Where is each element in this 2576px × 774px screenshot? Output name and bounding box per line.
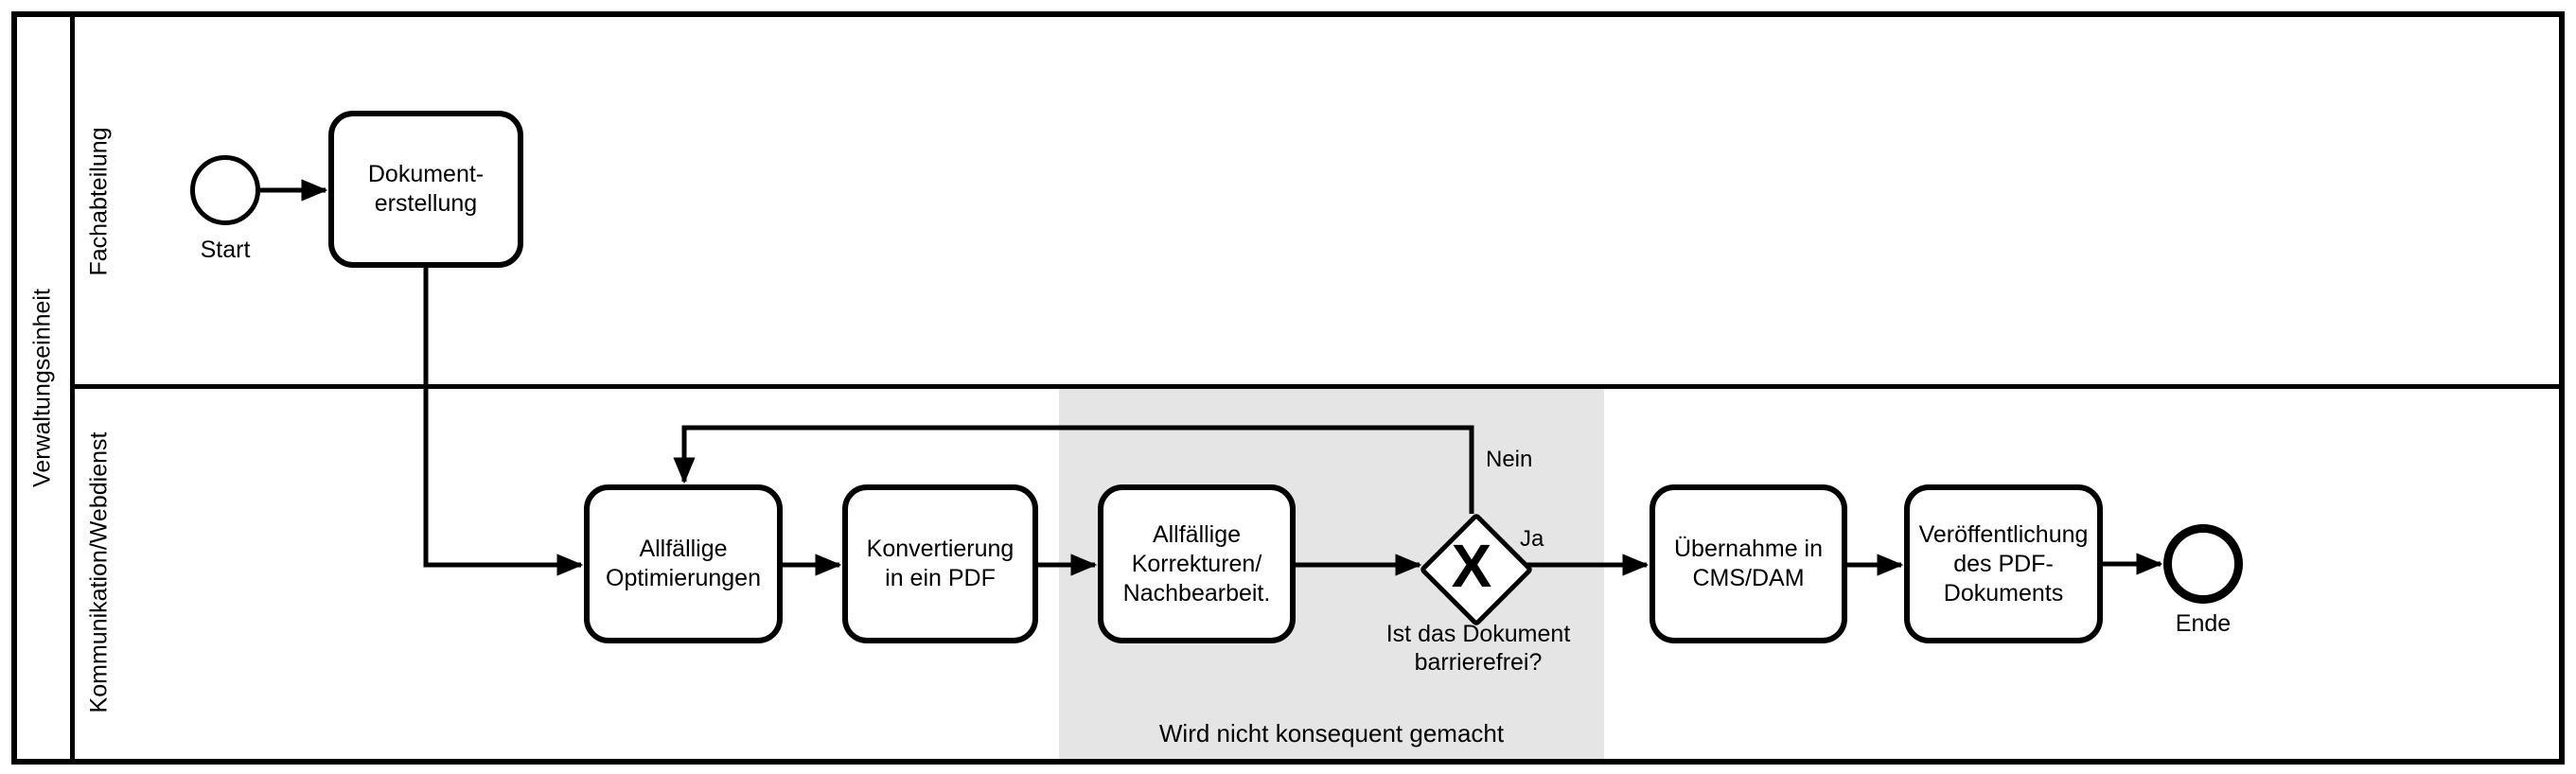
gateway-x-marker: X xyxy=(1451,532,1492,600)
start-event-circle xyxy=(190,155,260,225)
task-allfaellige-optimierungen: Allfällige Optimierungen xyxy=(584,484,783,643)
flow-gateway-nein-to-optimierungen xyxy=(673,425,1474,514)
branch-label-nein: Nein xyxy=(1486,447,1533,472)
end-event-circle xyxy=(2163,524,2243,604)
start-event-label: Start xyxy=(200,237,251,263)
lane-divider xyxy=(73,384,2565,389)
task-konvertierung-pdf: Konvertierung in ein PDF xyxy=(842,484,1038,643)
flow-dokumenterstellung-to-optimierungen xyxy=(423,268,584,576)
task-allfaellige-korrekturen: Allfällige Korrekturen/ Nachbearbeit. xyxy=(1098,484,1296,643)
gateway-question-label: Ist das Dokument barrierefrei? xyxy=(1385,621,1571,676)
task-uebernahme-cms-dam: Übernahme in CMS/DAM xyxy=(1650,484,1847,643)
task-dokumenterstellung: Dokument- erstellung xyxy=(328,111,523,268)
end-event-label: Ende xyxy=(2175,610,2232,637)
task-veroeffentlichung-pdf: Veröffentlichung des PDF- Dokuments xyxy=(1904,484,2103,643)
annotation-text: Wird nicht konsequent gemacht xyxy=(1158,719,1505,748)
pool-label-divider xyxy=(70,11,75,765)
branch-label-ja: Ja xyxy=(1520,526,1544,552)
